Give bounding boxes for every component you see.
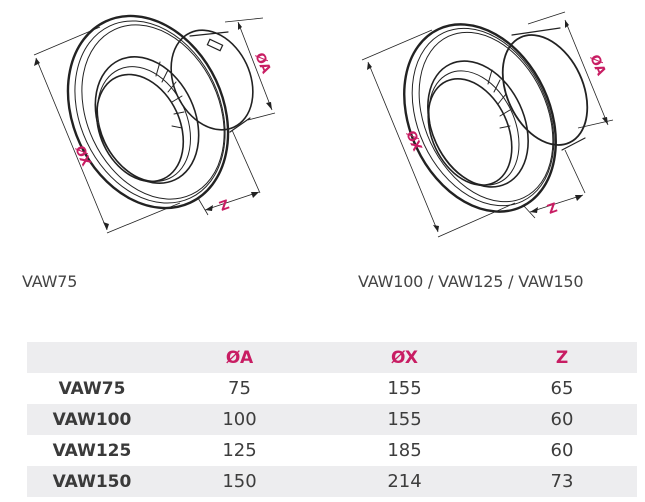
table-header-row: ØA ØX Z: [27, 342, 637, 373]
value-x: 155: [322, 404, 487, 435]
model-cell: VAW150: [27, 466, 157, 497]
value-z: 60: [487, 404, 637, 435]
model-cell: VAW75: [58, 378, 126, 399]
vaw75-dimension-diagram: ØX ØA Z: [0, 0, 300, 250]
value-x: 155: [387, 378, 422, 399]
dim-label-z: Z: [545, 198, 559, 215]
vent-drawing-icon: ØX ØA Z: [33, 14, 276, 234]
table-row: VAW75 75 155 65: [27, 373, 637, 404]
table-row: VAW150 150 214 73: [27, 466, 637, 497]
value-x: 214: [322, 466, 487, 497]
header-model: [27, 342, 157, 373]
value-a: 100: [157, 404, 322, 435]
vaw100-150-dimension-diagram: ØX ØA Z: [340, 0, 645, 250]
dimensions-table: ØA ØX Z VAW75 75 155 65 VAW100 100 155 6…: [27, 342, 637, 497]
value-z: 65: [550, 378, 574, 399]
header-diameter-a: ØA: [157, 342, 322, 373]
dim-label-a: ØA: [251, 51, 273, 76]
model-cell: VAW100: [27, 404, 157, 435]
caption-vaw100-150: VAW100 / VAW125 / VAW150: [358, 272, 584, 291]
dim-label-z: Z: [217, 195, 231, 212]
table-row: VAW100 100 155 60: [27, 404, 637, 435]
dim-label-x: ØX: [402, 129, 424, 154]
dim-label-a: ØA: [586, 53, 608, 78]
value-a: 150: [157, 466, 322, 497]
caption-vaw75: VAW75: [22, 272, 78, 291]
table-row: VAW125 125 185 60: [27, 435, 637, 466]
header-diameter-x: ØX: [322, 342, 487, 373]
value-a: 75: [228, 378, 251, 399]
value-z: 73: [487, 466, 637, 497]
value-x: 185: [387, 440, 422, 461]
value-z: 60: [550, 440, 574, 461]
vent-drawing-icon: ØX ØA Z: [361, 11, 614, 238]
model-cell: VAW125: [52, 440, 132, 461]
header-depth-z: Z: [487, 342, 637, 373]
dim-label-x: ØX: [71, 144, 93, 169]
value-a: 125: [222, 440, 257, 461]
